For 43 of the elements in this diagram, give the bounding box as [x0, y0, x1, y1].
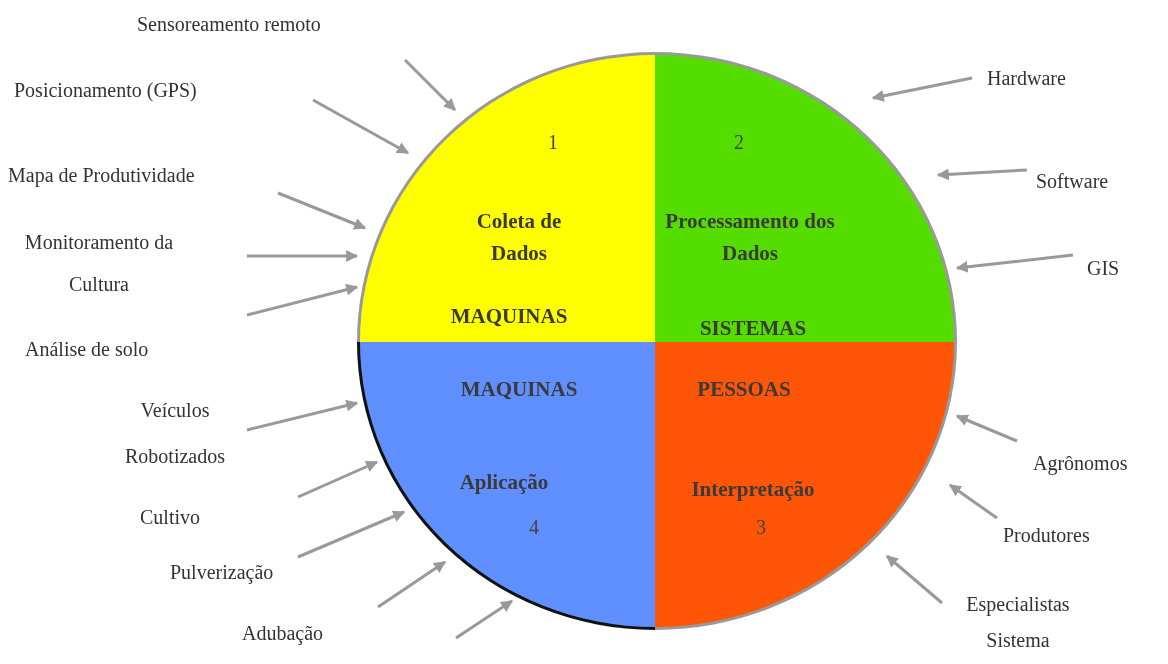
sector-number: 1 [547, 130, 559, 155]
input-label: Pulverização [170, 559, 274, 585]
sector-number: 4 [528, 515, 540, 540]
input-label: Posicionamento (GPS) [14, 77, 197, 103]
arrow [377, 560, 446, 609]
arrow [936, 168, 1028, 181]
input-label: Mapa de Produtividade [8, 162, 195, 188]
sector-heading: Coleta de Dados [475, 208, 563, 267]
input-label: Especialistas Sistema [938, 586, 1098, 658]
arrow [949, 483, 998, 520]
sector-heading: MAQUINAS [449, 303, 569, 329]
arrow [297, 510, 406, 559]
sector-number: 2 [733, 130, 745, 155]
input-label: Sensoreamento remoto [137, 11, 321, 37]
sector-heading: Processamento dos Dados [664, 208, 836, 267]
sector-heading: MAQUINAS [459, 376, 579, 402]
arrow [403, 58, 457, 112]
input-label: Software [1036, 168, 1109, 194]
arrow [455, 599, 513, 640]
arrow [955, 253, 1074, 273]
input-label: Adubação [242, 620, 324, 646]
input-label: Agrônomos [1033, 450, 1128, 476]
sector-heading: Aplicação [458, 469, 550, 495]
input-label: Análise de solo [25, 336, 149, 362]
input-label: GIS [1087, 255, 1120, 281]
arrow [246, 283, 359, 317]
input-label: Cultivo [140, 504, 200, 530]
input-label: Produtores [1003, 522, 1090, 548]
sector-heading: SISTEMAS [698, 315, 808, 341]
arrow [277, 191, 367, 230]
arrow [955, 414, 1018, 443]
input-label: Veículos Robotizados [95, 387, 255, 479]
sector-heading: PESSOAS [696, 376, 792, 402]
sector-heading: Interpretação [690, 476, 816, 502]
input-label: Monitoramento da Cultura [14, 221, 184, 305]
arrow [297, 460, 379, 499]
arrow [312, 98, 410, 155]
arrow [247, 250, 359, 262]
arrow [871, 76, 973, 102]
arrow [246, 399, 359, 432]
arrow [886, 554, 943, 605]
input-label: Hardware [987, 65, 1066, 91]
sector-number: 3 [755, 515, 767, 540]
